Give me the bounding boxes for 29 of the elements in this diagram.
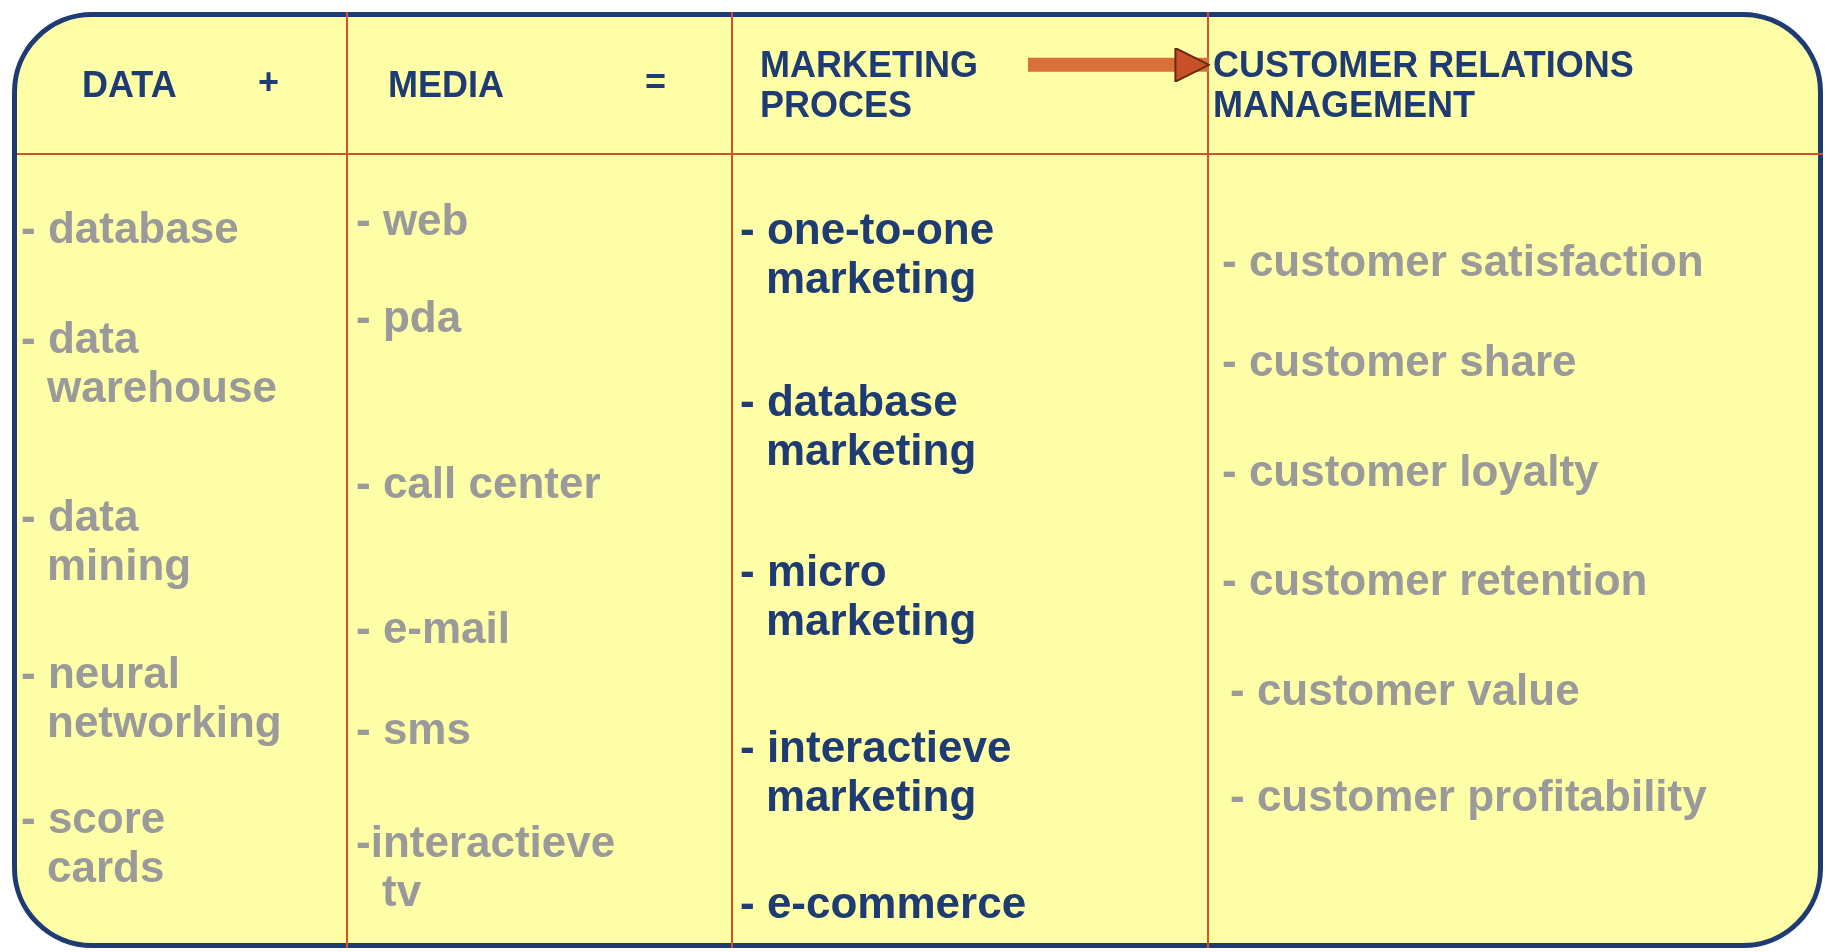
list-item: - score cards	[21, 792, 167, 892]
arrow	[1028, 47, 1210, 83]
list-item: - database	[21, 203, 239, 253]
operator-symbol: =	[645, 61, 667, 103]
list-item: - database marketing	[740, 375, 978, 475]
list-item: - e-mail	[356, 603, 511, 653]
column-heading: MARKETING PROCES	[760, 44, 1020, 126]
list-item: - customer retention	[1222, 555, 1648, 605]
list-item: - data mining	[21, 490, 193, 590]
list-item: - customer value	[1230, 665, 1580, 715]
list-item: -interactieve tv	[356, 816, 617, 916]
list-item: - e-commerce	[740, 878, 1027, 928]
list-item: - pda	[356, 292, 462, 342]
list-item: - sms	[356, 704, 471, 754]
list-item: - customer satisfaction	[1222, 236, 1704, 286]
list-item: - micro marketing	[740, 545, 978, 645]
column-heading: CUSTOMER RELATIONS MANAGEMENT	[1213, 44, 1733, 126]
column-heading: DATA	[82, 64, 177, 106]
list-item: - neural networking	[21, 647, 283, 747]
list-item: - web	[356, 195, 469, 245]
list-item: - data warehouse	[21, 312, 278, 412]
list-item: - customer loyalty	[1222, 446, 1599, 496]
column-heading: MEDIA	[388, 64, 504, 106]
list-item: - interactieve marketing	[740, 721, 1013, 821]
operator-symbol: +	[258, 61, 280, 103]
list-item: - call center	[356, 458, 601, 508]
list-item: - customer share	[1222, 336, 1577, 386]
list-item: - one-to-one marketing	[740, 203, 996, 303]
list-item: - customer profitability	[1230, 771, 1707, 821]
